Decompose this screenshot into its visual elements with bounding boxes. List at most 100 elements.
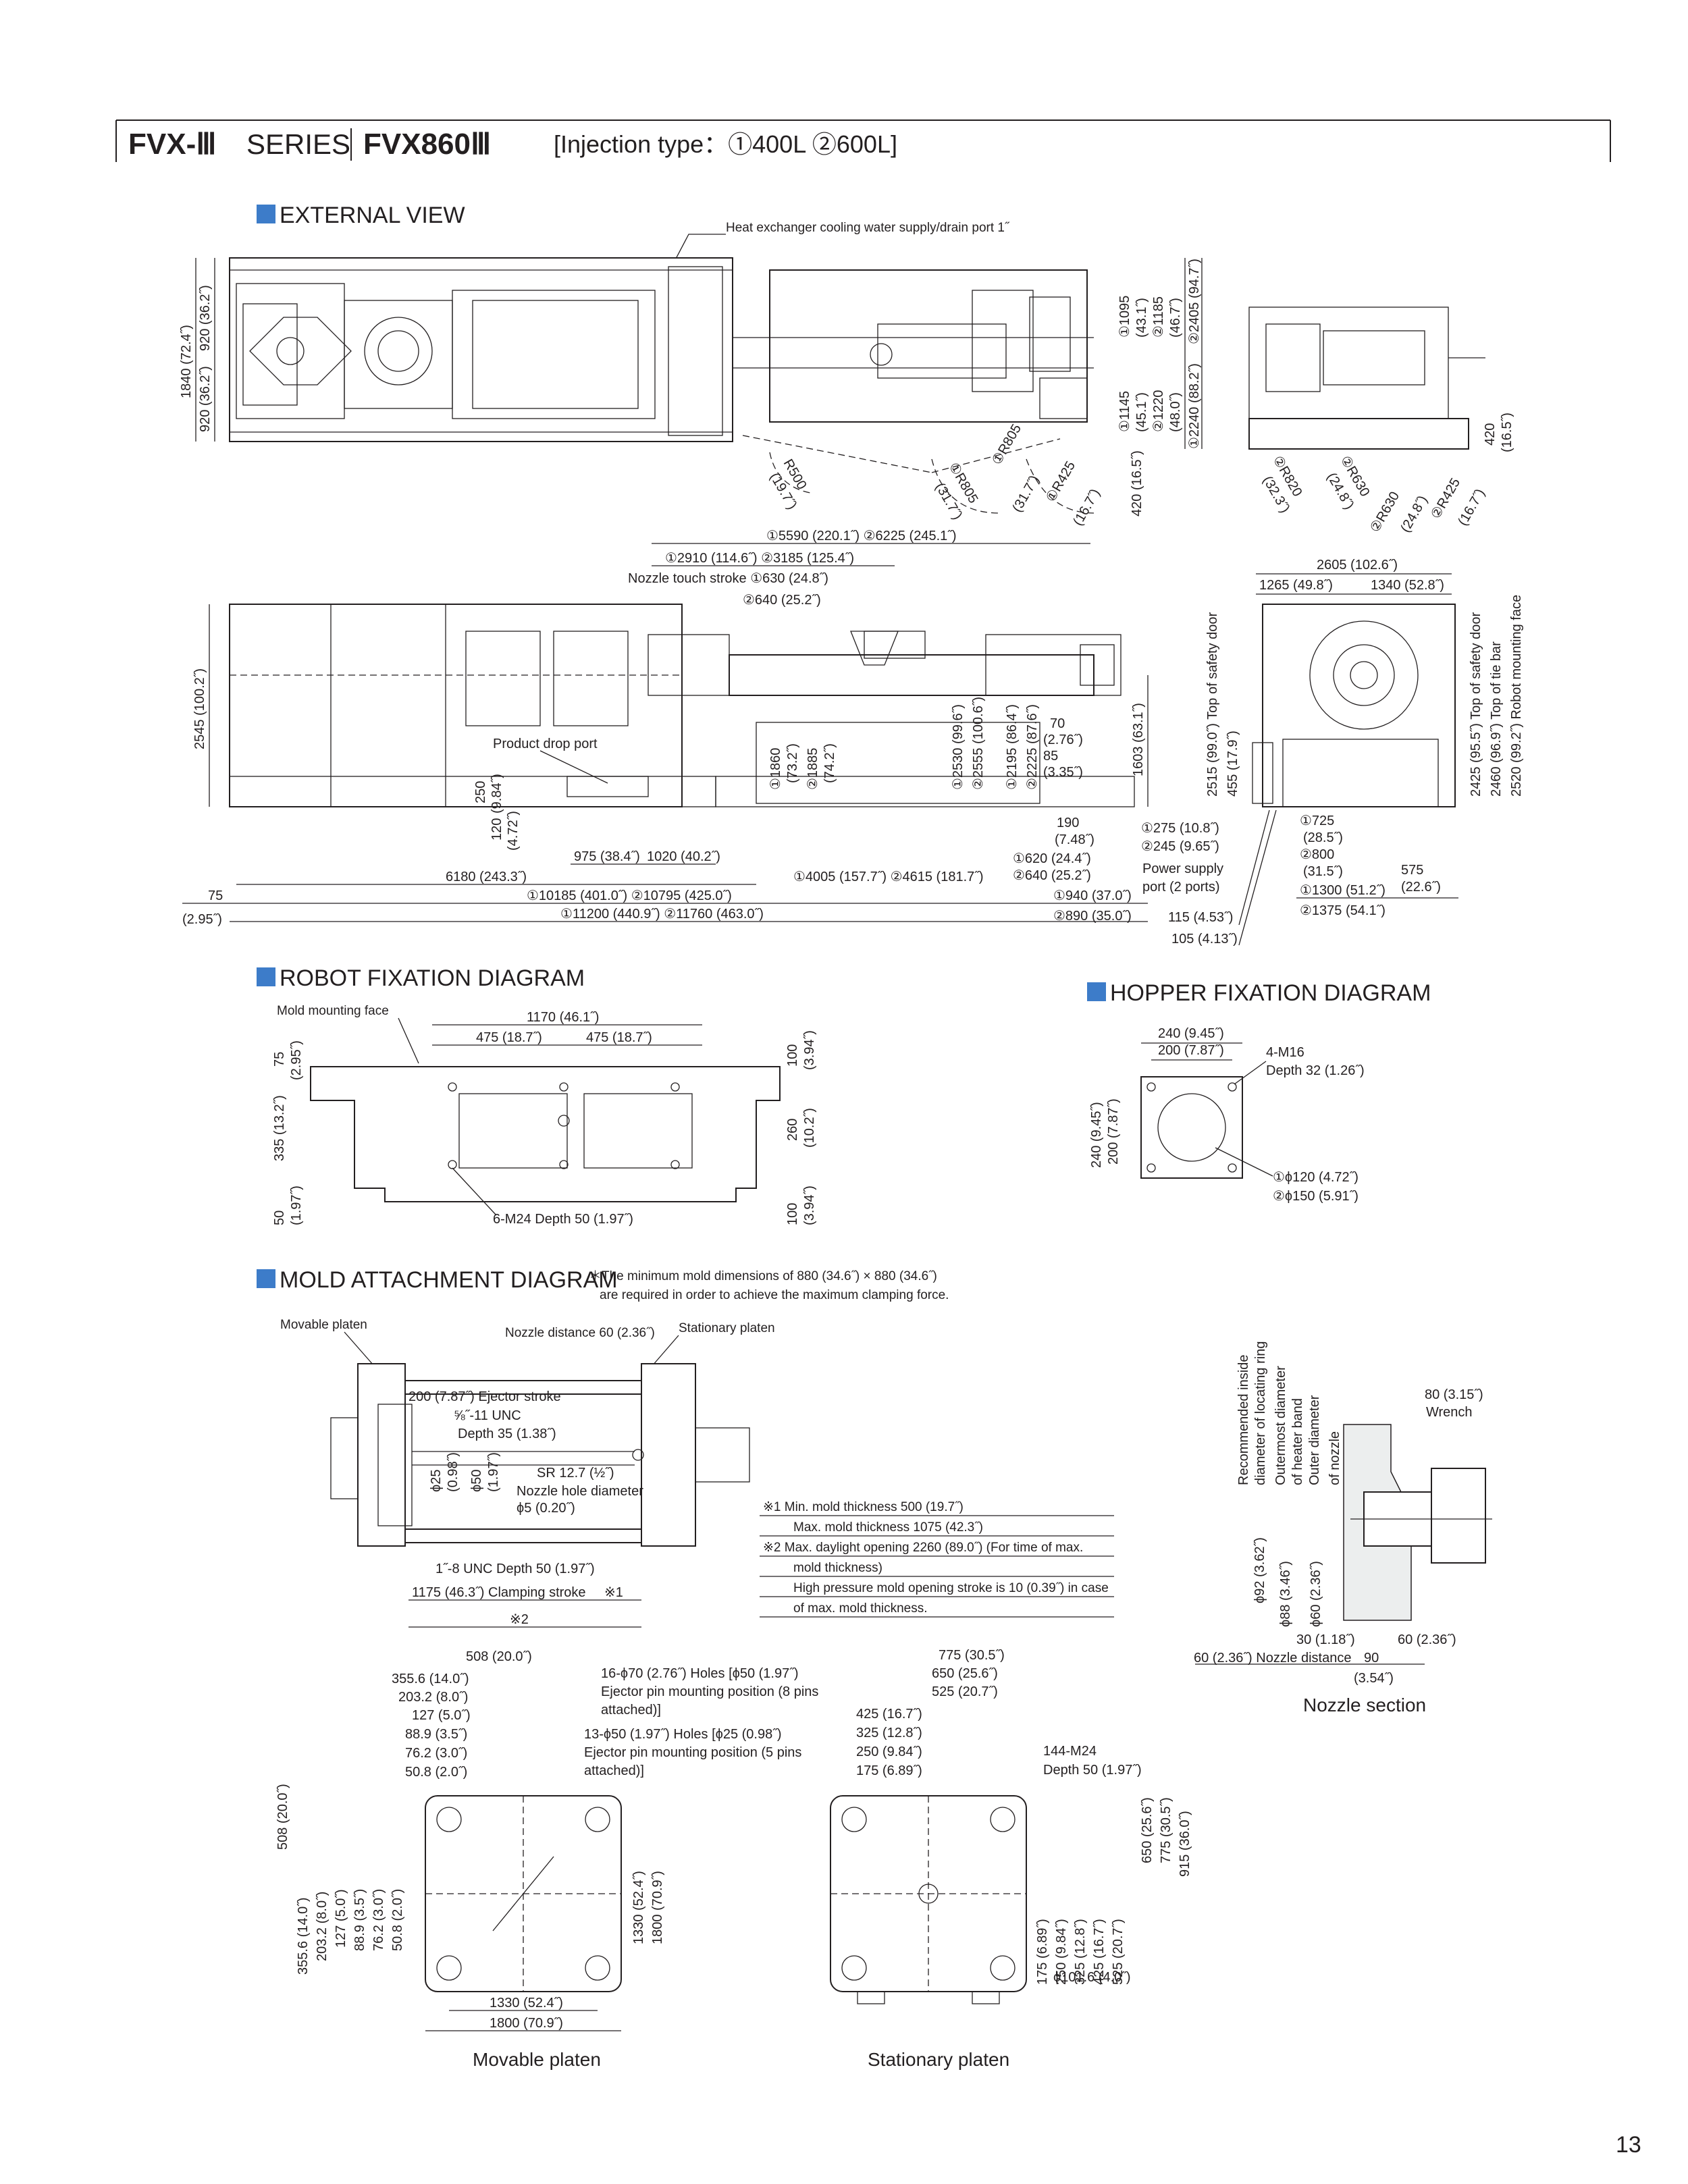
mp-left-label: 355.6 (14.0˝): [392, 1672, 469, 1686]
dim-120b: (4.72˝): [506, 811, 521, 851]
dim-5590: ①5590 (220.1˝) ②6225 (245.1˝): [766, 529, 957, 543]
dim-70: 70: [1050, 716, 1065, 731]
dim-1885b: (74.2˝): [822, 743, 837, 783]
nozzle-30: 30 (1.18˝): [1296, 1632, 1355, 1647]
dim-800: ②800: [1300, 847, 1334, 862]
dim-1300: ①1300 (51.2˝): [1300, 883, 1386, 898]
dim-890: ②890 (35.0˝): [1053, 909, 1132, 924]
nozzle-v2: diameter of locating ring: [1253, 1341, 1268, 1485]
power-supply-label-2: port (2 ports): [1142, 880, 1219, 895]
mp-bottom-label: 127 (5.0˝): [334, 1889, 348, 1948]
section-title-mold-attachment: MOLD ATTACHMENT DIAGRAM: [280, 1267, 618, 1293]
heat-exchanger-label: Heat exchanger cooling water supply/drai…: [726, 221, 1010, 235]
mp-1800-v: 1800 (70.9˝): [650, 1871, 665, 1944]
dim-420-side-b: (16.5˝): [1500, 412, 1514, 452]
sp-bottom-label: 175 (6.89˝): [1035, 1919, 1050, 1985]
sp-left-label: 175 (6.89˝): [856, 1763, 922, 1778]
dim-420: 420 (16.5˝): [1130, 450, 1144, 516]
dim-275: ①275 (10.8˝): [1141, 821, 1219, 836]
dim-2240: ①2240 (88.2˝): [1187, 363, 1202, 449]
dim-1185b: (46.7˝): [1168, 298, 1183, 338]
mp-holes-1b: Ejector pin mounting position (8 pins: [601, 1684, 818, 1699]
dim-1860: ①1860: [768, 748, 783, 790]
mold-note-line: Max. mold thickness 1075 (42.3˝): [793, 1520, 983, 1535]
top-view-drawing: [229, 257, 1094, 473]
dim-725b: (28.5˝): [1303, 830, 1343, 845]
radius-r425b: (16.7˝): [1070, 486, 1103, 528]
dim-800b: (31.5˝): [1303, 864, 1343, 879]
mp-left-label: 88.9 (3.5˝): [405, 1727, 467, 1742]
section-marker: [257, 1269, 275, 1288]
mp-1800-h: 1800 (70.9˝): [490, 2016, 563, 2031]
section-title-robot-fixation: ROBOT FIXATION DIAGRAM: [280, 965, 585, 991]
sp-m24b: Depth 50 (1.97˝): [1043, 1763, 1142, 1778]
sp-bottom-label: 525 (20.7˝): [1111, 1919, 1126, 1985]
section-title-external-view: EXTERNAL VIEW: [280, 203, 465, 228]
mp-left-label: 127 (5.0˝): [412, 1708, 471, 1723]
dim-2460: 2460 (96.9˝) Top of tie bar: [1489, 641, 1504, 797]
injection-type: [Injection type：①400L ②600L]: [554, 130, 897, 158]
nozzle-v1: Recommended inside: [1236, 1355, 1251, 1485]
sp-right-label: 915 (36.0˝): [1178, 1811, 1192, 1877]
nozzle-heater: [1431, 1468, 1486, 1564]
wrench-label: Wrench: [1426, 1405, 1473, 1420]
robot-dim-75b: (2.95˝): [289, 1040, 304, 1080]
sp-right-label: 650 (25.6˝): [1140, 1797, 1155, 1863]
radius-r425: ①R425: [1043, 459, 1078, 505]
mp-bottom-label: 355.6 (14.0˝): [296, 1897, 311, 1975]
unc-18: 1˝-8 UNC Depth 50 (1.97˝): [436, 1562, 595, 1576]
dim-975: 975 (38.4˝): [574, 849, 640, 864]
dim-1860b: (73.2˝): [785, 743, 800, 783]
mp-508-top: 508 (20.0˝): [466, 1649, 532, 1664]
dim-75: 75: [208, 888, 223, 903]
dim-620: ①620 (24.4˝): [1013, 851, 1091, 866]
robot-holes-label: 6-M24 Depth 50 (1.97˝): [493, 1212, 633, 1227]
nozzle-90: 90: [1364, 1651, 1379, 1666]
mp-1330-v: 1330 (52.4˝): [631, 1871, 646, 1944]
dim-940: ①940 (37.0˝): [1053, 888, 1132, 903]
nozzle-phi60: ϕ60 (2.36˝): [1309, 1561, 1323, 1627]
mold-note-line: ※1 Min. mold thickness 500 (19.7˝): [763, 1500, 964, 1514]
nozzle-v5: Outer diameter: [1307, 1395, 1322, 1485]
dim-1095: ①1095: [1117, 296, 1132, 338]
mold-note-line: of max. mold thickness.: [793, 1601, 928, 1616]
radius-r805b: ①R805: [989, 422, 1024, 468]
robot-dim-260b: (10.2˝): [802, 1108, 817, 1148]
mp-bottom-label: 76.2 (3.0˝): [371, 1889, 386, 1951]
robot-dim-75: 75: [272, 1052, 287, 1067]
robot-dim-260: 260: [785, 1119, 800, 1141]
stationary-platen-label: Stationary platen: [679, 1321, 775, 1335]
dim-120: 120: [490, 818, 504, 841]
note-ref-2: ※2: [510, 1612, 529, 1627]
dim-2555: ②2555 (100.6˝): [971, 697, 986, 790]
radius-r805bb: (31.7˝): [1009, 473, 1043, 514]
stationary-platen-section: 775 (30.5˝) 650 (25.6˝) 525 (20.7˝) 425 …: [830, 1648, 1192, 2070]
nozzle-section: Recommended inside diameter of locating …: [1194, 1341, 1492, 1715]
mold-note-2: are required in order to achieve the max…: [600, 1288, 949, 1302]
dim-2910: ①2910 (114.6˝) ②3185 (125.4˝): [665, 551, 854, 566]
mp-holes-2b: Ejector pin mounting position (5 pins: [584, 1745, 801, 1760]
sp-top-label: 775 (30.5˝): [939, 1648, 1005, 1663]
mold-note-line: High pressure mold opening stroke is 10 …: [793, 1581, 1109, 1595]
dim-190: 190: [1057, 816, 1079, 830]
nozzle-v6: of nozzle: [1327, 1431, 1342, 1485]
dim-1840: 1840 (72.4˝): [179, 325, 194, 398]
front-view-drawing: [229, 604, 1135, 807]
sr-12-7: SR 12.7 (½˝): [537, 1466, 614, 1481]
dim-2605: 2605 (102.6˝): [1317, 558, 1398, 572]
robot-dim-50b: (1.97˝): [289, 1186, 304, 1225]
hopper-dim-h240: 240 (9.45˝): [1089, 1102, 1104, 1168]
dim-1375: ②1375 (54.1˝): [1300, 903, 1386, 918]
dim-1340: 1340 (52.8˝): [1371, 578, 1444, 593]
mold-note-1: ＊The minimum mold dimensions of 880 (34.…: [589, 1269, 937, 1283]
sp-phi101: ϕ101.6 (4.0˝): [1053, 1970, 1131, 1985]
note-ref-1: ※1: [604, 1585, 623, 1600]
dim-920-high: 920 (36.2˝): [198, 285, 213, 351]
hopper-dim-200: 200 (7.87˝): [1158, 1043, 1224, 1058]
nozzle-section-caption: Nozzle section: [1303, 1695, 1426, 1715]
phi-5: ϕ5 (0.20˝): [517, 1501, 575, 1516]
dim-190b: (7.48˝): [1055, 832, 1094, 847]
phi-25: ϕ25: [429, 1470, 444, 1492]
dim-1265: 1265 (49.8˝): [1259, 578, 1333, 593]
dim-2195: ①2195 (86.4˝): [1005, 704, 1020, 790]
